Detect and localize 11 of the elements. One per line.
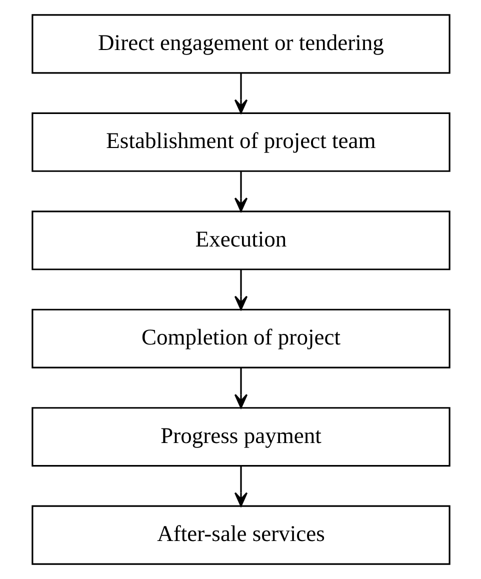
- arrow: [234, 73, 248, 114]
- node-box: Execution: [31, 210, 450, 270]
- node-box: After-sale services: [31, 505, 450, 565]
- arrow: [234, 368, 248, 408]
- node-box: Progress payment: [31, 407, 450, 467]
- node-box: Direct engagement or tendering: [31, 14, 450, 74]
- node-box: Establishment of project team: [31, 112, 450, 172]
- arrow: [234, 269, 248, 310]
- node-box: Completion of project: [31, 308, 450, 368]
- arrow: [234, 171, 248, 212]
- arrow: [234, 466, 248, 507]
